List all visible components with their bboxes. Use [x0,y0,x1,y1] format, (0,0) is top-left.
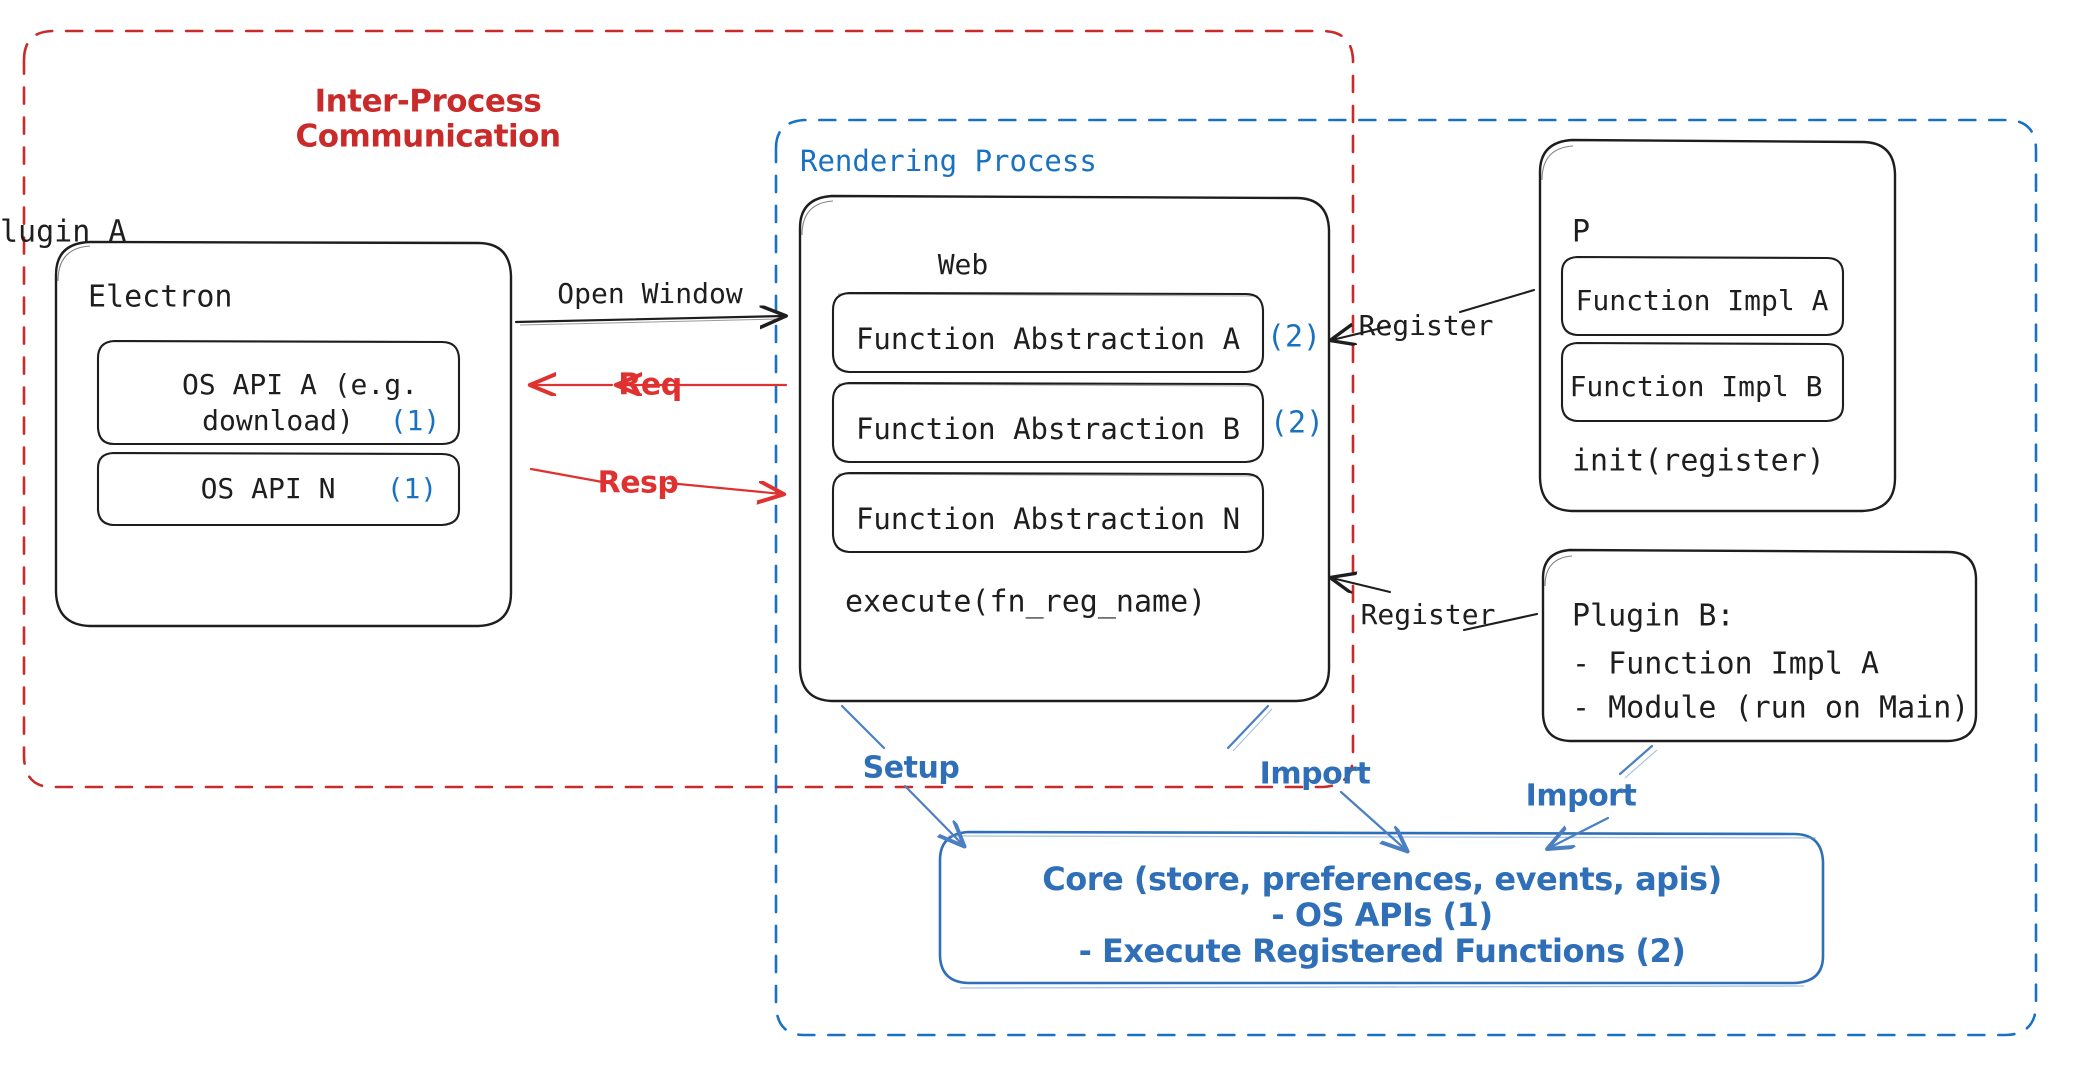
arrow-import-web [1226,704,1406,850]
plugin-b-line-2: - Module (run on Main) [1572,691,1969,726]
edge-label-setup: Setup [863,751,960,786]
function-abstraction-b-label: Function Abstraction B [856,412,1240,446]
plugin-b-title: Plugin B: [1572,599,1735,634]
electron-box [54,240,513,628]
plugin-a-title: Plugin A [0,215,1590,250]
plugin-b-box [1541,548,1978,743]
arrow-resp [529,467,782,494]
function-abstraction-n-box [831,471,1265,554]
function-abstraction-a-box [831,291,1265,374]
arrow-register-top [1332,288,1536,340]
os-api-n-box [96,451,461,527]
edge-label-register-top: Register [1359,309,1494,342]
arrow-open-window [514,316,784,325]
edge-label-open-window: Open Window [557,277,743,310]
web-box [798,194,1331,703]
rendering-process-boundary [774,118,2038,1037]
ipc-group-label-line1: Inter-Process [315,84,542,120]
web-title: Web [938,248,989,281]
electron-title: Electron [88,280,233,315]
function-impl-b-box [1560,341,1845,423]
ipc-group-label-line2: Communication [295,119,560,155]
edge-label-register-bottom: Register [1361,598,1496,631]
function-abstraction-n-label: Function Abstraction N [856,502,1240,536]
rendering-process-label: Rendering Process [800,144,1097,178]
arrow-register-bottom [1332,578,1539,632]
os-api-a-box [96,339,461,446]
function-abstraction-b-badge: (2) [1270,406,1324,441]
arrow-setup [840,704,963,845]
edge-label-resp: Resp [598,466,679,501]
function-abstraction-a-label: Function Abstraction A [856,322,1240,356]
os-api-a-badge: (1) [390,404,441,437]
function-impl-a-box [1560,255,1845,337]
ipc-group-boundary [22,29,1355,789]
edge-label-import-web: Import [1260,757,1371,792]
core-line-1: Core (store, preferences, events, apis) [1042,860,1721,898]
os-api-a-label-line2: download) [202,404,354,437]
function-impl-a-label: Function Impl A [1576,284,1829,317]
os-api-n-label: OS API N [201,472,336,505]
core-line-3: - Execute Registered Functions (2) [1079,932,1686,970]
arrow-import-plugin-b [1549,744,1658,848]
web-execute-label: execute(fn_reg_name) [845,585,1206,620]
function-abstraction-b-box [831,381,1265,464]
plugin-b-line-1: - Function Impl A [1572,647,1879,682]
plugin-a-box [1538,138,1897,513]
plugin-a-init-label: init(register) [1572,444,1825,479]
edge-label-req: Req [618,368,681,403]
edge-label-import-plugin-b: Import [1526,779,1637,814]
os-api-n-badge: (1) [387,472,438,505]
function-impl-b-label: Function Impl B [1570,370,1823,403]
function-abstraction-a-badge: (2) [1267,320,1321,355]
os-api-a-label-line1: OS API A (e.g. [182,368,418,401]
core-line-2: - OS APIs (1) [1271,896,1492,934]
